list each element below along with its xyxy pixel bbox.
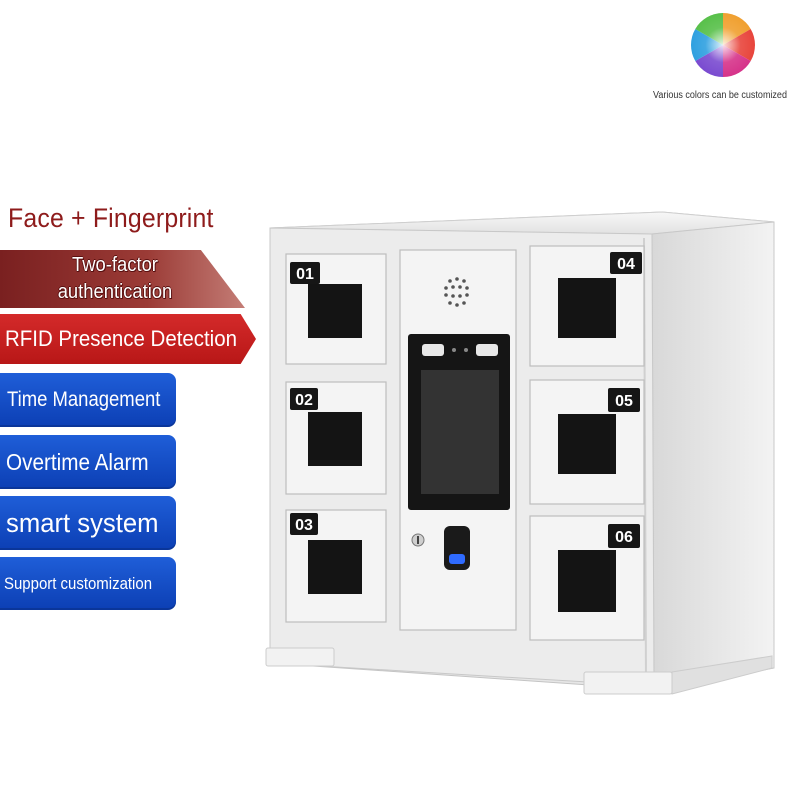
support-customization-label: Support customization xyxy=(4,573,153,593)
smart-system-label: smart system xyxy=(6,507,159,538)
overtime-alarm-label: Overtime Alarm xyxy=(6,448,149,475)
speaker-grille-icon xyxy=(444,277,469,307)
fingerprint-scanner-icon[interactable] xyxy=(444,526,470,570)
face-camera-icon xyxy=(422,344,498,356)
banner-rfid-label: RFID Presence Detection xyxy=(5,326,237,351)
banner-two-factor xyxy=(0,250,245,308)
locker-door-01[interactable]: 01 xyxy=(285,253,387,365)
color-wheel-icon xyxy=(691,13,755,77)
locker-door-03[interactable]: 03 xyxy=(285,509,387,623)
locker-number-04: 04 xyxy=(617,256,635,273)
colors-caption: Various colors can be customized xyxy=(653,90,787,101)
two-factor-line2: authentication xyxy=(57,281,173,303)
banner-support-customization: Support customization xyxy=(0,557,176,610)
locker-door-05[interactable]: 05 xyxy=(529,379,645,505)
locker-number-06: 06 xyxy=(615,529,633,546)
time-management-label: Time Management xyxy=(7,388,161,411)
locker-number-02: 02 xyxy=(295,392,313,409)
two-factor-line1: Two-factor xyxy=(72,254,158,276)
banner-overtime-alarm: Overtime Alarm xyxy=(0,435,176,489)
locker-door-04[interactable]: 04 xyxy=(529,245,645,367)
locker-door-06[interactable]: 06 xyxy=(529,515,645,641)
locker-number-05: 05 xyxy=(615,393,633,410)
face-recognition-screen[interactable] xyxy=(408,334,510,510)
banner-rfid xyxy=(0,314,256,364)
locker-door-02[interactable]: 02 xyxy=(285,381,387,495)
locker-number-03: 03 xyxy=(295,517,313,534)
banner-smart-system: smart system xyxy=(0,496,176,550)
locker-cabinet: 01 02 03 xyxy=(265,211,775,695)
key-lock-icon[interactable] xyxy=(411,533,425,547)
locker-number-01: 01 xyxy=(296,266,314,283)
banner-two-factor-label: Two-factor authentication xyxy=(46,252,184,306)
control-panel xyxy=(399,249,517,631)
headline-face-fingerprint: Face + Fingerprint xyxy=(8,203,214,233)
banner-time-management: Time Management xyxy=(0,373,176,427)
